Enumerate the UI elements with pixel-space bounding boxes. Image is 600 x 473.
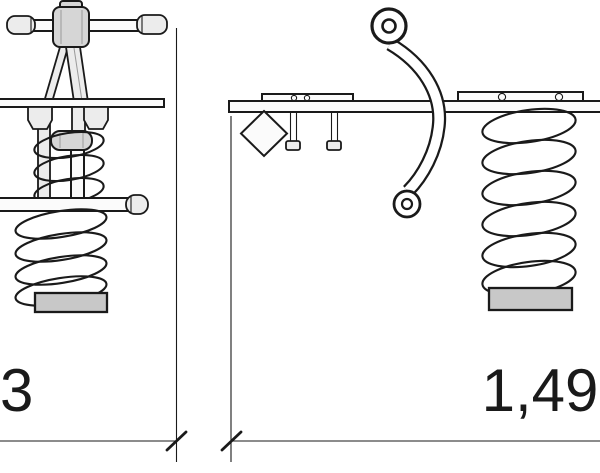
- dimension-right: 1,49: [220, 116, 600, 462]
- right-grip: [136, 14, 168, 35]
- post-highlight: [73, 47, 83, 102]
- spring-clamp-left: [27, 106, 53, 130]
- bolt-hangers: [285, 112, 342, 151]
- curved-handle: [370, 7, 447, 219]
- rear-support-rod: [42, 46, 70, 103]
- main-coil-spring-right: [481, 107, 577, 297]
- dimension-right-label: 1,49: [482, 357, 599, 424]
- base-block-left: [33, 291, 109, 314]
- dimension-tick: [165, 430, 188, 452]
- handlebar: [6, 0, 168, 48]
- handle-ring-top-hole: [381, 18, 397, 34]
- footrest-bar: [0, 194, 149, 215]
- dimension-left-label: 3: [0, 357, 33, 424]
- right-view: [228, 7, 600, 312]
- dimension-tick: [220, 430, 243, 452]
- bolt-head: [326, 140, 342, 151]
- diamond-end-fitting: [239, 109, 289, 158]
- spring-top-cap: [50, 130, 93, 151]
- footrest-end-cap: [125, 194, 149, 215]
- seat-platform: [228, 100, 600, 113]
- left-view: [0, 0, 168, 314]
- handle-tube-inner: [387, 39, 444, 195]
- base-block-right: [487, 286, 574, 312]
- upper-coil-spring: [33, 130, 105, 206]
- spring-clamp-right: [83, 106, 109, 130]
- handlebar-post: [64, 46, 90, 103]
- dimension-left: 3: [0, 28, 188, 462]
- left-grip: [6, 15, 36, 35]
- bolt-head: [285, 140, 301, 151]
- handlebar-clamp: [52, 6, 90, 48]
- handle-ring-bottom-hole: [400, 197, 414, 211]
- seat-plate: [0, 98, 165, 108]
